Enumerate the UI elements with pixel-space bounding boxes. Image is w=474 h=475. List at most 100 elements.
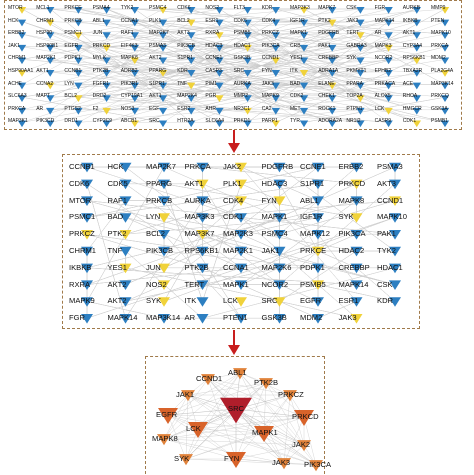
- network-node-label: TBXA2R: [402, 68, 423, 74]
- core-node-label: AURKA: [184, 195, 211, 205]
- core-node-label: MAP3K14: [146, 313, 181, 323]
- node-marker: [312, 314, 324, 324]
- node-marker: [299, 19, 309, 27]
- node-marker: [243, 44, 252, 52]
- node-marker: [356, 19, 365, 27]
- network-node-label: RPS6KB1: [402, 55, 426, 62]
- node-marker: [158, 213, 170, 223]
- edge: [239, 372, 285, 464]
- edge: [125, 183, 242, 268]
- network-node-label: CREBBP: [318, 55, 339, 62]
- network-node-label: AURKB: [402, 5, 421, 11]
- network-node-label: ABCB1: [120, 118, 138, 125]
- node-marker: [273, 162, 286, 173]
- node-marker: [158, 19, 168, 27]
- hub-node-label: MAPK8: [152, 434, 178, 443]
- node-marker: [312, 263, 324, 274]
- network-node-label: MMP2: [233, 93, 249, 100]
- network-node-label: NR1I2: [346, 118, 361, 125]
- edge: [125, 217, 319, 302]
- edge: [202, 183, 242, 252]
- network-node-label: ADRB2: [120, 68, 138, 74]
- core-node-label: MAPK14: [338, 279, 369, 289]
- edge: [86, 233, 203, 269]
- core-node-label: MAPK14: [107, 313, 138, 323]
- edge: [125, 166, 396, 285]
- node-marker: [271, 19, 280, 27]
- core-node-label: CHRM1: [69, 246, 97, 255]
- node-marker: [384, 82, 393, 90]
- node-marker: [412, 7, 421, 14]
- network-node-label: SLC6A4: [205, 118, 225, 125]
- core-node-label: AKT2: [107, 279, 127, 289]
- network-node-label: BCL2: [177, 17, 190, 24]
- network-node-label: EIF4K3: [120, 42, 138, 49]
- network-node-label: EPHB2: [374, 68, 391, 74]
- node-marker: [312, 297, 324, 307]
- node-marker: [328, 19, 337, 27]
- network-node-label: PSMC1: [64, 30, 82, 37]
- node-marker: [235, 297, 247, 307]
- core-node-label: RAF1: [107, 195, 127, 205]
- node-marker: [17, 19, 27, 27]
- edge: [187, 382, 267, 396]
- network-node-label: PKMYT1: [346, 68, 367, 74]
- src-hub-marker: [220, 397, 252, 424]
- network-node-label: MMP9: [431, 5, 446, 11]
- down-arrow-2: [228, 330, 240, 355]
- edge: [275, 59, 417, 123]
- network-node-label: NOS2: [205, 5, 220, 11]
- node-marker: [215, 57, 224, 65]
- node-marker: [81, 196, 93, 206]
- node-marker: [384, 107, 393, 115]
- node-marker: [440, 120, 450, 128]
- node-marker: [350, 213, 363, 223]
- node-marker: [312, 246, 324, 257]
- network-node-label: S1PR1: [149, 80, 165, 87]
- hub-node-label: PRKCD: [292, 412, 319, 421]
- node-marker: [356, 120, 365, 128]
- node-marker: [389, 280, 401, 290]
- network-node-label: PAK1: [318, 42, 331, 49]
- network-edges: [17, 7, 450, 128]
- core-node-label: ESR1: [338, 296, 359, 306]
- node-marker: [356, 70, 365, 77]
- edge: [283, 416, 305, 464]
- network-node-label: CASP3: [205, 68, 222, 74]
- node-marker: [235, 230, 247, 240]
- node-marker: [243, 82, 252, 90]
- node-marker: [130, 82, 139, 90]
- node-marker: [130, 7, 139, 14]
- core-node-label: MAPK10: [377, 212, 407, 222]
- node-marker: [74, 95, 83, 102]
- node-marker: [271, 32, 280, 39]
- network-node-label: BCL2: [64, 93, 77, 100]
- node-marker: [102, 44, 111, 52]
- node-marker: [119, 162, 132, 173]
- edge: [167, 382, 267, 416]
- node-marker: [384, 120, 393, 128]
- node-marker: [17, 7, 27, 14]
- edge: [240, 183, 280, 201]
- network-node-label: EGF: [149, 105, 160, 112]
- node-marker: [130, 95, 139, 102]
- edge: [163, 234, 242, 319]
- edge: [356, 267, 396, 302]
- network-node-label: HCK: [8, 17, 19, 24]
- node-marker: [273, 263, 286, 274]
- node-marker: [74, 7, 83, 14]
- network-node-label: YES1: [290, 55, 303, 62]
- node-marker: [312, 196, 324, 206]
- node-marker: [81, 162, 93, 173]
- core-node-label: PTEN1: [223, 313, 248, 323]
- node-marker: [412, 107, 421, 115]
- core-node-label: FGR: [69, 313, 86, 323]
- node-marker: [119, 246, 132, 257]
- network-node-label: RHOA: [402, 93, 418, 100]
- edge: [167, 414, 237, 460]
- network-node-label: PSMB5: [233, 30, 251, 37]
- core-node-label: MAP2K1: [223, 246, 253, 255]
- core-node-label: EGFR: [300, 296, 322, 306]
- hub-node-marker: [158, 408, 178, 424]
